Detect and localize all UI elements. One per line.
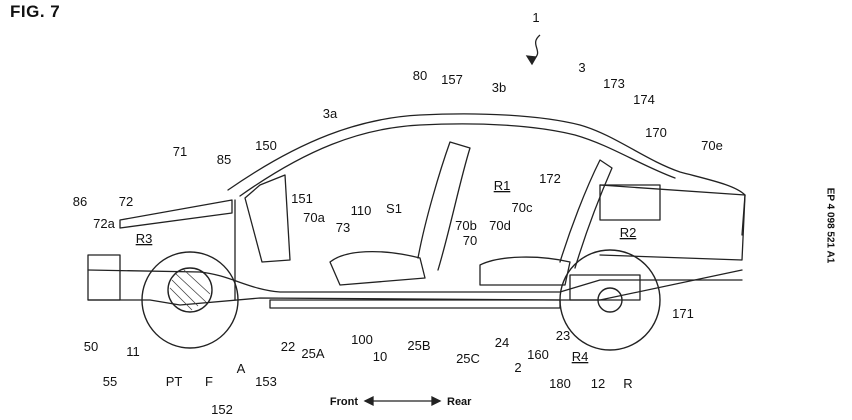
ref-label-160: 160 [527,347,549,362]
hood [119,199,233,229]
ref-label-100: 100 [351,332,373,347]
ref-label-r4: R4 [572,349,589,364]
ref-label-1: 1 [532,10,539,25]
ref-label-86: 86 [73,194,87,209]
rear-deck [599,184,746,261]
motor-hatching [169,269,211,311]
ref-label-71: 71 [173,144,187,159]
ref-label-70b: 70b [455,218,477,233]
ref-label-73: 73 [336,220,350,235]
ref-label-r1: R1 [494,178,511,193]
front-grill [87,254,121,301]
ref-label-151: 151 [291,191,313,206]
rear-suspension [569,274,641,301]
figure-title: FIG. 7 [10,2,61,21]
ref-label-153: 153 [255,374,277,389]
ref-label-25b: 25B [407,338,430,353]
ref-label-80: 80 [413,68,427,83]
ref-label-171: 171 [672,306,694,321]
ref-label-10: 10 [373,349,387,364]
front-seat-back [417,141,471,271]
front-motor [167,267,213,313]
floor-upper [87,269,743,293]
ref-label-157: 157 [441,72,463,87]
ref-label-110: 110 [351,203,372,218]
ref-label-3a: 3a [323,106,338,121]
ref-label-12: 12 [591,376,605,391]
floor-pan [269,299,561,309]
ref-label-2: 2 [514,360,521,375]
ref-label-70d: 70d [489,218,511,233]
front-wheel [141,251,239,349]
ref-label-174: 174 [633,92,655,107]
ref-label-70e: 70e [701,138,723,153]
ref-label-55: 55 [103,374,117,389]
ref-label-25a: 25A [301,346,324,361]
ref-label-r: R [623,376,632,391]
direction-front: Front [330,396,358,408]
direction-arrow [363,395,442,407]
ref-label-50: 50 [84,339,98,354]
ref-label-173: 173 [603,76,625,91]
ref-label-11: 11 [126,344,140,359]
roof-inner [239,123,676,197]
direction-rear: Rear [447,396,472,408]
ref-label-170: 170 [645,125,667,140]
rear-hub [597,287,623,313]
ref-label-70: 70 [463,233,477,248]
ref-label-23: 23 [556,328,570,343]
ref-label-22: 22 [281,339,295,354]
rear-wheel [559,249,661,351]
front-seat [329,250,426,286]
ref-label-r2: R2 [620,225,637,240]
label-1-arrow [525,34,541,66]
ref-label-24: 24 [495,335,509,350]
rear-seat [479,256,571,286]
ref-label-3: 3 [578,60,585,75]
rear-seat-back [559,159,613,269]
ref-label-pt: PT [166,374,183,389]
ref-label-a: A [237,361,246,376]
battery-box [599,184,661,221]
ref-label-72: 72 [119,194,133,209]
ref-label-70a: 70a [303,210,325,225]
ref-label-70c: 70c [512,200,533,215]
ref-label-f: F [205,374,213,389]
a-pillar [244,174,291,263]
ref-label-172: 172 [539,171,561,186]
ref-label-r3: R3 [136,231,153,246]
ref-label-s1: S1 [386,201,402,216]
ref-label-180: 180 [549,376,571,391]
ref-label-25c: 25C [456,351,480,366]
ref-label-152: 152 [211,402,233,417]
ref-label-85: 85 [217,152,231,167]
ref-label-3b: 3b [492,80,506,95]
ref-label-72a: 72a [93,216,115,231]
ref-label-150: 150 [255,138,277,153]
roof-outline [227,113,746,236]
